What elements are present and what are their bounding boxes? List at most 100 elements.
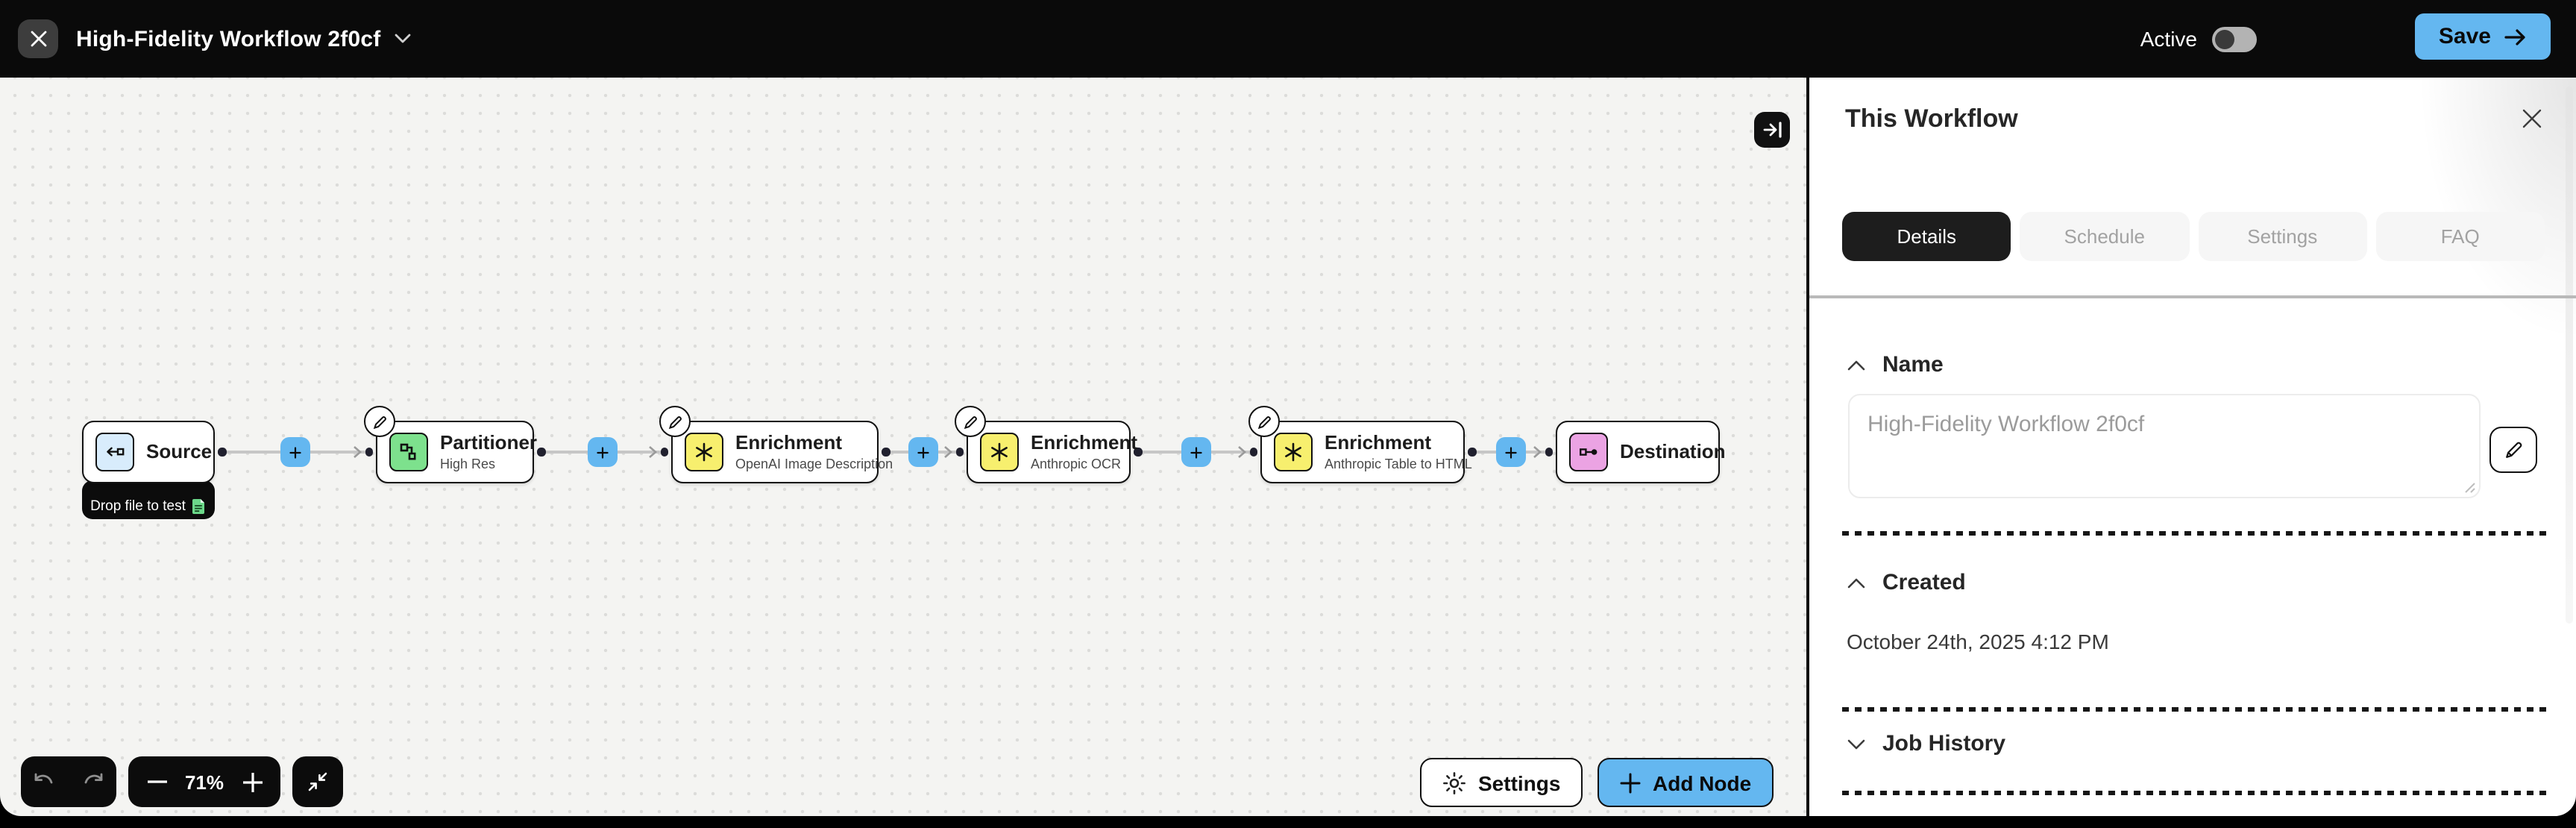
edge-partitioner-enrichment <box>537 437 668 467</box>
edit-node-icon[interactable] <box>364 406 395 437</box>
job-history-section-label: Job History <box>1882 731 2006 756</box>
source-node-icon <box>95 433 134 471</box>
tab-schedule[interactable]: Schedule <box>2020 212 2189 261</box>
node-subtitle: OpenAI Image Description <box>735 456 893 471</box>
edit-node-icon[interactable] <box>659 406 691 437</box>
edge-arrow-icon <box>352 445 362 460</box>
node-enrichment-anthropic-ocr[interactable]: Enrichment Anthropic OCR <box>955 406 1137 483</box>
zoom-level: 71% <box>184 771 224 793</box>
node-title: Source <box>146 439 213 462</box>
toggle-knob <box>2215 29 2234 48</box>
close-workflow-button[interactable] <box>18 19 58 58</box>
settings-button-label: Settings <box>1478 771 1561 794</box>
panel-tabs: Details Schedule Settings FAQ <box>1842 212 2545 261</box>
active-label: Active <box>2140 27 2197 51</box>
undo-button[interactable] <box>25 762 64 801</box>
collapse-panel-button[interactable] <box>1754 112 1790 148</box>
drop-file-label: Drop file to test <box>90 498 186 515</box>
edge-dot <box>218 448 226 456</box>
job-history-section-header[interactable]: Job History <box>1847 731 2005 756</box>
fit-view-button[interactable] <box>298 762 337 801</box>
top-bar: High-Fidelity Workflow 2f0cf Active Save <box>0 0 2576 78</box>
add-node-between-button[interactable] <box>908 437 937 467</box>
workflow-canvas[interactable]: Drop file to test Source <box>0 78 1806 816</box>
add-node-between-button[interactable] <box>1495 437 1525 467</box>
tab-details[interactable]: Details <box>1842 212 2011 261</box>
panel-close-button[interactable] <box>2521 107 2543 130</box>
redo-button[interactable] <box>73 762 112 801</box>
edit-node-icon[interactable] <box>955 406 986 437</box>
edge-arrow-icon <box>1237 445 1247 460</box>
edge-dot <box>365 448 373 456</box>
node-destination[interactable]: Destination <box>1556 421 1726 483</box>
node-source[interactable]: Source <box>82 421 215 483</box>
edge-dot <box>537 448 545 456</box>
edge-dot <box>882 448 890 456</box>
chevron-down-icon <box>1847 738 1866 750</box>
enrichment-node-icon <box>685 433 723 471</box>
canvas-settings-button[interactable]: Settings <box>1420 758 1583 807</box>
workflow-title-menu[interactable]: High-Fidelity Workflow 2f0cf <box>76 0 412 78</box>
section-divider <box>1842 531 2549 536</box>
edge-enrichment2-enrichment3 <box>1134 437 1257 467</box>
node-partitioner[interactable]: Partitioner High Res <box>364 406 538 483</box>
node-enrichment-openai-image[interactable]: Enrichment OpenAI Image Description <box>659 406 893 483</box>
edge-dot <box>1468 448 1476 456</box>
edge-enrichment1-enrichment2 <box>882 437 964 467</box>
name-section-label: Name <box>1882 352 1944 377</box>
plus-icon <box>1620 772 1641 793</box>
created-section-label: Created <box>1882 570 1966 595</box>
node-subtitle: Anthropic OCR <box>1031 456 1122 471</box>
node-subtitle: Anthropic Table to HTML <box>1325 456 1472 471</box>
gear-icon <box>1442 771 1466 794</box>
zoom-controls: 71% <box>128 756 280 807</box>
edge-dot <box>1545 448 1553 456</box>
node-title: Enrichment <box>1325 430 1432 454</box>
node-title: Enrichment <box>1031 430 1138 454</box>
edit-node-icon[interactable] <box>1248 406 1280 437</box>
panel-title: This Workflow <box>1845 104 2018 133</box>
edge-enrichment3-destination <box>1468 437 1553 467</box>
drop-file-badge[interactable]: Drop file to test <box>82 480 215 519</box>
save-button-label: Save <box>2438 24 2491 49</box>
edge-source-partitioner <box>218 437 373 467</box>
pencil-icon <box>2504 440 2523 460</box>
tab-faq[interactable]: FAQ <box>2375 212 2545 261</box>
fit-view-control <box>292 756 343 807</box>
add-node-between-button[interactable] <box>1181 437 1210 467</box>
add-node-button[interactable]: Add Node <box>1598 758 1774 807</box>
active-toggle-group: Active <box>2140 0 2257 78</box>
file-document-icon <box>192 498 207 515</box>
node-enrichment-anthropic-table[interactable]: Enrichment Anthropic Table to HTML <box>1248 406 1472 483</box>
edge-arrow-icon <box>1532 445 1542 460</box>
add-node-between-button[interactable] <box>588 437 618 467</box>
node-title: Enrichment <box>735 430 843 454</box>
edge-arrow-icon <box>943 445 953 460</box>
arrow-right-icon <box>2504 28 2527 46</box>
enrichment-node-icon <box>1274 433 1313 471</box>
partitioner-node-icon <box>389 433 428 471</box>
history-controls <box>21 756 116 807</box>
edit-name-button[interactable] <box>2489 427 2537 473</box>
active-toggle[interactable] <box>2212 26 2257 51</box>
created-section-header[interactable]: Created <box>1847 570 1966 595</box>
workflow-name-input[interactable] <box>1848 394 2481 498</box>
section-divider <box>1842 707 2549 712</box>
zoom-in-button[interactable] <box>233 762 271 801</box>
edge-dot <box>1134 448 1142 456</box>
created-timestamp: October 24th, 2025 4:12 PM <box>1847 630 2109 653</box>
add-node-between-button[interactable] <box>280 437 310 467</box>
edge-dot <box>1249 448 1257 456</box>
node-title: Destination <box>1620 439 1726 462</box>
name-section-header[interactable]: Name <box>1847 352 1944 377</box>
tab-settings[interactable]: Settings <box>2198 212 2367 261</box>
chevron-up-icon <box>1847 359 1866 371</box>
panel-scrollbar[interactable] <box>2566 87 2573 624</box>
edge-arrow-icon <box>647 445 658 460</box>
save-button[interactable]: Save <box>2414 13 2551 60</box>
node-title: Partitioner <box>440 430 538 454</box>
section-divider <box>1842 791 2549 795</box>
zoom-out-button[interactable] <box>137 762 176 801</box>
destination-node-icon <box>1569 433 1608 471</box>
